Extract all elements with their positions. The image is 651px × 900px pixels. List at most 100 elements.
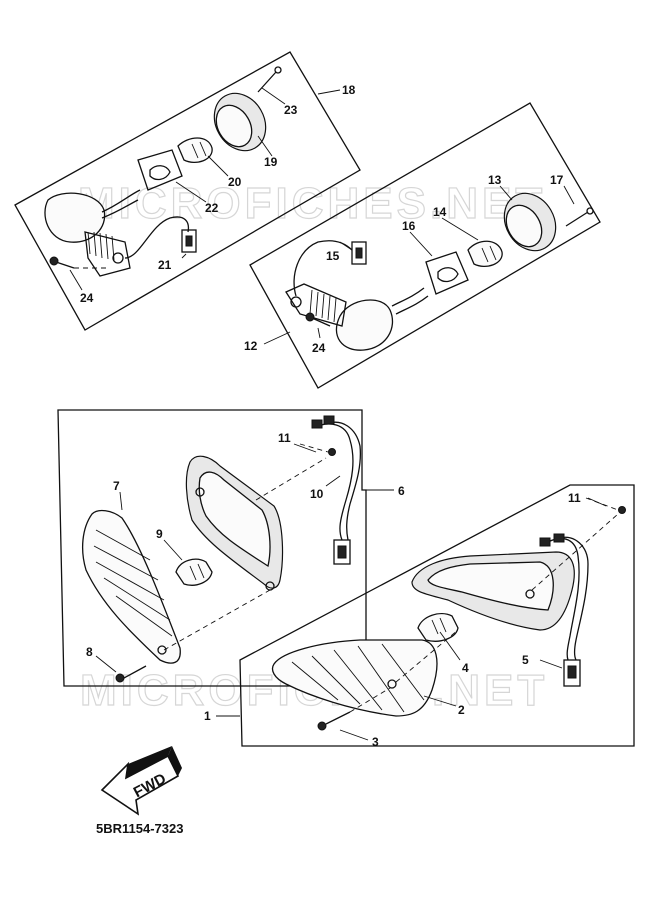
bulb-socket-16 [425,251,469,295]
group-12-rear-right-signal: 13 17 14 16 15 24 12 [244,102,601,389]
screw-11a-head [328,448,336,456]
leader-4 [439,631,461,661]
lens-7-prisms [93,529,173,637]
callout-10: 10 [310,487,324,501]
callout-8: 8 [86,645,93,659]
screw-24a-shaft [55,261,75,269]
housing-1-reflector [427,561,554,611]
lens-7-guide [163,589,271,651]
callout-16: 16 [402,219,416,233]
leader-13 [499,185,513,201]
screw-11b-guide [585,497,619,511]
wire-harness-5 [547,537,580,661]
screw-8-head [115,673,125,683]
wire-upper [101,189,141,213]
screw-17-shaft [565,211,589,227]
wire-upper-right [391,287,425,307]
leader-11-right [587,497,607,507]
lens-2-prisms [291,643,425,713]
wire-5-terminal-b [553,533,565,543]
screw-24a-head [49,256,59,266]
leader-2 [423,695,457,707]
callout-21: 21 [158,258,172,272]
leader-8 [95,655,117,673]
leader-3 [339,729,369,741]
screw-11b-head [618,506,626,514]
stem-housing [84,231,131,277]
wire-harness-10 [311,423,354,541]
screw-11a-guide [299,443,329,453]
connector-5 [563,659,581,687]
callout-1: 1 [204,709,211,723]
stem-housing-right [285,283,347,327]
screw-17-head [586,207,594,215]
group-6-front-left-signal: 7 9 8 11 10 6 [57,409,405,687]
screw-11b-mount-guide [531,513,619,591]
lens-ring-19-inner [215,104,253,148]
screw-8-shaft [123,665,147,679]
lens-ring-13-inner [505,204,543,248]
bulb-4 [417,613,459,642]
leader-5 [539,659,563,669]
bulb-20-filament [191,141,207,159]
callout-24-upper: 24 [80,291,94,305]
group-18-frame [14,51,361,331]
callout-3: 3 [372,735,379,749]
wire-harness-right [293,240,353,297]
callout-15: 15 [326,249,340,263]
wire-harness-5b [559,536,589,661]
lens-7-screw-hole [157,645,167,655]
leader-16 [409,231,433,257]
housing-1-hole [525,589,535,599]
stem-spring [87,231,115,261]
leader-24a [69,269,83,291]
leader-10 [325,475,341,487]
wire-harness-10b [325,421,362,541]
bulb-4-filament [431,617,447,635]
screw-3-guide [349,687,391,713]
connector-21-pin [185,235,193,247]
bulb-9-filament [189,563,205,581]
leader-23 [261,87,286,105]
connector-10-pin [337,545,347,559]
callout-23: 23 [284,103,298,117]
leader-15 [339,241,353,251]
screw-3-shaft [325,711,351,725]
bulb-14-filament [481,245,497,263]
stem-hole-right [290,296,302,308]
leader-11-left [293,443,317,453]
callout-20: 20 [228,175,242,189]
callout-11-right: 11 [568,491,581,505]
stem-hole [112,252,124,264]
callout-4: 4 [462,661,469,675]
leader-24b [317,327,321,339]
housing-6-reflector [198,471,271,568]
callout-5: 5 [522,653,529,667]
wire-harness [124,216,190,259]
group-18-rear-left-signal: 23 19 20 22 21 24 18 [14,51,361,331]
bulb-socket-22 [137,149,183,191]
connector-10 [333,539,351,565]
callout-2: 2 [458,703,465,717]
callout-14: 14 [433,205,447,219]
leader-20 [207,155,229,177]
screw-24b-head [305,312,315,322]
socket-16-bore [437,267,459,283]
bulb-9 [175,558,213,586]
fwd-arrow: FWD [100,746,182,816]
diagram-code: 5BR1154-7323 [96,821,183,836]
connector-15-pin [355,247,363,259]
lens-2-guide [395,629,459,683]
leader-19 [257,135,273,157]
leader-22 [175,181,207,203]
leader-17 [563,185,575,205]
callout-17: 17 [550,173,564,187]
leader-21 [181,253,187,259]
screw-23-shaft [257,71,277,93]
callout-12: 12 [244,339,258,353]
lens-2 [271,639,438,717]
callout-6: 6 [398,484,405,498]
callout-13: 13 [488,173,502,187]
group-1-frame [239,484,635,747]
lens-7 [81,509,181,664]
